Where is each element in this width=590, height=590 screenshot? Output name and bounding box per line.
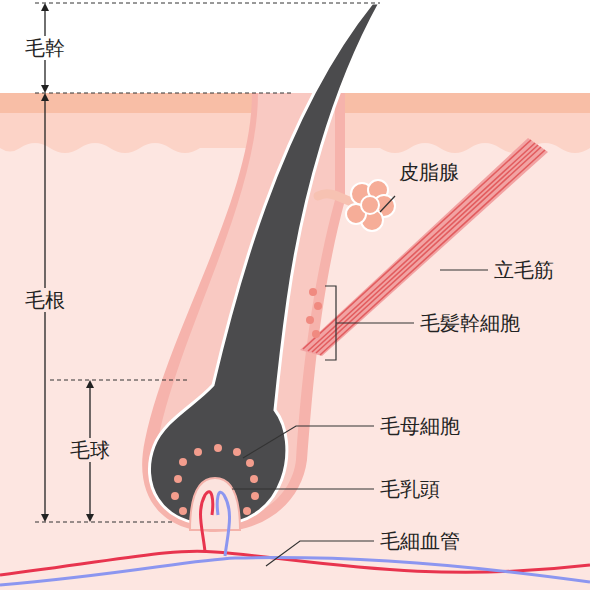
part-label: 毛母細胞 xyxy=(378,414,462,438)
part-label: 皮脂腺 xyxy=(397,160,461,184)
part-label: 毛幹 xyxy=(23,36,67,60)
part-label: 立毛筋 xyxy=(492,258,556,282)
part-label: 毛乳頭 xyxy=(378,477,442,501)
part-label: 毛細血管 xyxy=(378,529,462,553)
part-label: 毛髪幹細胞 xyxy=(418,311,522,335)
part-label: 毛球 xyxy=(68,438,112,462)
part-label: 毛根 xyxy=(23,288,67,312)
